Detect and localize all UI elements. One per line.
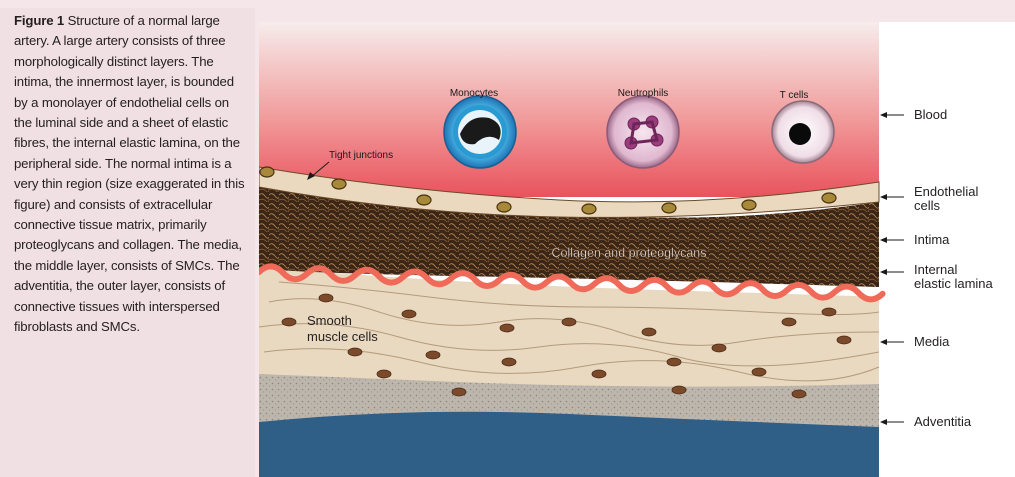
iel-label-line1: Internal <box>914 262 957 277</box>
media-label: Media <box>914 334 950 349</box>
collagen-label: Collagen and proteoglycans <box>552 246 707 260</box>
monocyte-cell <box>444 96 516 168</box>
media-pointer <box>880 339 904 345</box>
adventitia-label: Adventitia <box>914 414 972 429</box>
endothelial-label-line1: Endothelial <box>914 184 978 199</box>
iel-pointer <box>880 269 904 275</box>
monocytes-label: Monocytes <box>450 88 498 99</box>
neutrophil-cell <box>607 96 679 168</box>
figure-label: Figure 1 <box>14 13 64 28</box>
blood-pointer <box>880 112 904 118</box>
top-band <box>0 0 1015 8</box>
endothelial-pointer <box>880 194 904 200</box>
smooth-muscle-label-line1: Smooth <box>307 313 352 328</box>
t-cells-label: T cells <box>780 90 809 101</box>
figure-panel: Monocytes Neutrophils T cells Tight junc… <box>259 22 1015 477</box>
figure-caption: Figure 1 Structure of a normal large art… <box>0 8 255 477</box>
blood-label: Blood <box>914 107 947 122</box>
endothelial-label-line2: cells <box>914 198 941 213</box>
caption-text: Structure of a normal large artery. A la… <box>14 13 244 334</box>
intima-pointer <box>880 237 904 243</box>
neutrophils-label: Neutrophils <box>618 88 669 99</box>
artery-diagram: Monocytes Neutrophils T cells Tight junc… <box>259 22 1015 477</box>
t-cell <box>772 101 834 163</box>
iel-label-line2: elastic lamina <box>914 276 994 291</box>
smooth-muscle-label-line2: muscle cells <box>307 329 378 344</box>
tight-junctions-label: Tight junctions <box>329 150 393 161</box>
intima-label: Intima <box>914 232 950 247</box>
adventitia-pointer <box>880 419 904 425</box>
